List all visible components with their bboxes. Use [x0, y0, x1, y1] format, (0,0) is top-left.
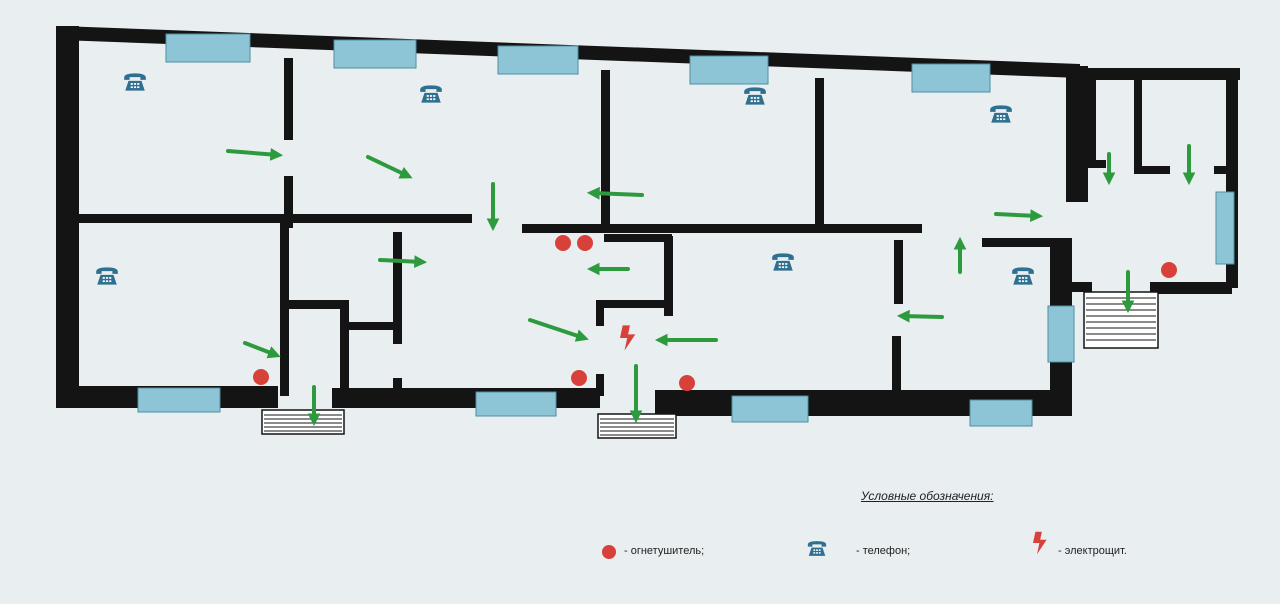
- stair-wall-left: [280, 300, 289, 396]
- window: [137, 387, 221, 413]
- evacuation-arrow: [896, 309, 944, 323]
- legend-telephone-icon: [807, 541, 827, 556]
- closet-wall-top: [348, 322, 400, 330]
- fire-extinguishers: [253, 235, 1177, 391]
- window: [911, 63, 991, 93]
- annex-bottom-left: [1070, 282, 1092, 292]
- window: [475, 391, 557, 417]
- fire-extinguisher-icon: [253, 369, 269, 385]
- telephone-icon: [744, 87, 766, 105]
- annex-bottom: [1150, 282, 1232, 294]
- legend-electrical-panel-icon: [1033, 531, 1047, 555]
- stair-wall-right: [340, 300, 349, 392]
- outer-wall-left: [56, 26, 79, 408]
- window: [1047, 305, 1075, 363]
- window: [497, 45, 579, 75]
- telephone-icon: [990, 105, 1012, 123]
- telephone-icon: [420, 85, 442, 103]
- evacuation-arrow: [586, 186, 644, 200]
- wall-v5: [664, 236, 673, 316]
- legend-telephone-label: - телефон;: [856, 545, 911, 557]
- evacuation-arrow: [528, 318, 589, 342]
- wall-v-annex2: [1088, 76, 1096, 160]
- panel-room-stub: [596, 374, 604, 396]
- telephone-icon: [96, 267, 118, 285]
- windows: [137, 33, 1235, 427]
- wall-v4-lower: [892, 336, 901, 394]
- annex-top: [1080, 68, 1240, 80]
- telephone-icon: [1012, 267, 1034, 285]
- window: [969, 399, 1033, 427]
- wall-stub-mid: [604, 234, 672, 242]
- window: [689, 55, 769, 85]
- closet-wall-right: [393, 232, 402, 344]
- corridor-wall-right: [982, 238, 1070, 247]
- telephone-icon: [124, 73, 146, 91]
- evacuation-arrow: [366, 155, 413, 179]
- wall-v1-lower: [280, 222, 289, 356]
- wall-v1-upper: [284, 58, 293, 140]
- legend-title: Условные обозначения:: [861, 489, 994, 503]
- evacuation-arrow: [226, 148, 284, 161]
- corridor-wall-left: [79, 214, 472, 223]
- wall-v3-upper: [815, 78, 824, 232]
- exit-stair: [1083, 291, 1159, 349]
- exit-stair: [261, 409, 345, 435]
- evacuation-arrow: [243, 341, 281, 359]
- fire-extinguisher-icon: [1161, 262, 1177, 278]
- fire-extinguisher-icon: [679, 375, 695, 391]
- annex-inner-wall-c: [1214, 166, 1232, 174]
- wall-v-annex1: [1134, 76, 1142, 174]
- corridor-wall-mid: [522, 224, 922, 233]
- wall-v4: [894, 240, 903, 304]
- legend-extinguisher-icon: [602, 545, 616, 559]
- stair-wall-top: [280, 300, 348, 309]
- fire-extinguisher-icon: [577, 235, 593, 251]
- evacuation-arrow: [994, 209, 1044, 223]
- outer-wall-bottom-b: [332, 388, 600, 408]
- annex-inner-wall-a: [1088, 160, 1106, 168]
- evacuation-arrow: [378, 255, 428, 269]
- telephones: [96, 73, 1034, 285]
- panel-room-left: [596, 300, 604, 326]
- fire-extinguisher-icon: [555, 235, 571, 251]
- annex-inner-wall-b: [1134, 166, 1170, 174]
- evacuation-arrows: [226, 144, 1196, 427]
- wall-right-upper: [1066, 66, 1088, 202]
- fire-extinguisher-icon: [571, 370, 587, 386]
- closet-stub: [393, 378, 402, 392]
- window: [1215, 191, 1235, 265]
- window: [333, 39, 417, 69]
- window: [731, 395, 809, 423]
- telephone-icon: [772, 253, 794, 271]
- electrical-panel-icon: [620, 325, 636, 351]
- legend-extinguisher-label: - огнетушитель;: [624, 545, 705, 557]
- legend-electrical-panel-label: - электрощит.: [1058, 545, 1127, 557]
- panel-room-top: [596, 300, 668, 308]
- wall-v1-mid: [284, 176, 293, 228]
- wall-v2-upper: [601, 70, 610, 224]
- window: [165, 33, 251, 63]
